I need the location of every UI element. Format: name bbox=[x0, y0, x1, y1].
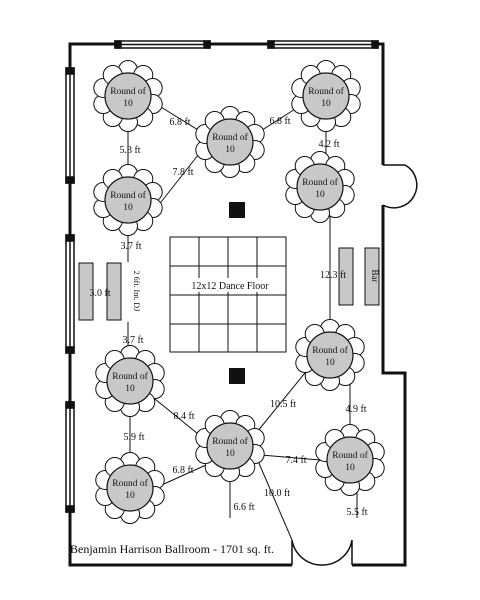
measurement-label: 3.7 ft bbox=[122, 335, 143, 346]
measurement-label: 4.2 ft bbox=[318, 139, 339, 150]
table-capacity: 10 bbox=[321, 99, 331, 109]
measurement-label: 7.4 ft bbox=[285, 455, 306, 466]
table-capacity: 10 bbox=[123, 203, 133, 213]
table-top bbox=[206, 422, 254, 470]
round-table: Round of 10 bbox=[195, 410, 265, 482]
bar-side-table bbox=[338, 247, 354, 306]
measurement-labels: 6.8 ft 6.8 ft 5.3 ft 4.2 ft 7.8 ft 3.7 f… bbox=[89, 116, 367, 518]
table-label: Round of bbox=[308, 86, 344, 97]
dance-floor-label: 12x12 Dance Floor bbox=[191, 281, 269, 292]
measurement-label: 5.9 ft bbox=[123, 432, 144, 443]
measurement-label: 12.3 ft bbox=[320, 270, 346, 281]
measurement-label: 3.0 ft bbox=[89, 288, 110, 299]
table-label: Round of bbox=[110, 190, 146, 201]
table-label: Round of bbox=[110, 86, 146, 97]
pillar-top bbox=[229, 202, 245, 218]
walls bbox=[68, 42, 407, 567]
dimension-lines bbox=[127, 103, 358, 541]
measurement-label: 4.9 ft bbox=[345, 404, 366, 415]
round-table: Round of 10 bbox=[95, 452, 165, 524]
measurement-label: 3.7 ft bbox=[120, 241, 141, 252]
table-capacity: 10 bbox=[125, 384, 135, 394]
side-table-dj bbox=[106, 262, 122, 321]
table-top bbox=[302, 72, 350, 120]
table-label: Round of bbox=[302, 177, 338, 188]
table-top bbox=[306, 331, 354, 379]
table-capacity: 10 bbox=[125, 491, 135, 501]
table-label: Round of bbox=[112, 478, 148, 489]
round-table: Round of 10 bbox=[315, 424, 385, 496]
table-capacity: 10 bbox=[123, 99, 133, 109]
measurement-label: 6.8 ft bbox=[172, 465, 193, 476]
table-top bbox=[104, 72, 152, 120]
table-capacity: 10 bbox=[315, 190, 325, 200]
table-top bbox=[106, 357, 154, 405]
measurement-label: 6.6 ft bbox=[233, 502, 254, 513]
dance-floor bbox=[169, 236, 287, 353]
pillar-bottom bbox=[229, 368, 245, 384]
round-table: Round of 10 bbox=[285, 151, 355, 223]
table-label: Round of bbox=[112, 371, 148, 382]
round-table: Round of 10 bbox=[93, 164, 163, 236]
table-label: Round of bbox=[212, 132, 248, 143]
measurement-label: 7.8 ft bbox=[172, 167, 193, 178]
round-table: Round of 10 bbox=[95, 345, 165, 417]
round-table: Round of 10 bbox=[295, 319, 365, 391]
table-capacity: 10 bbox=[225, 449, 235, 459]
table-capacity: 10 bbox=[345, 463, 355, 473]
measurement-label: 5.3 ft bbox=[119, 145, 140, 156]
table-top bbox=[104, 176, 152, 224]
table-label: Round of bbox=[312, 345, 348, 356]
entrance-doors bbox=[291, 539, 353, 566]
table-label: Round of bbox=[332, 450, 368, 461]
table-top bbox=[106, 464, 154, 512]
measurement-label: 10.5 ft bbox=[270, 399, 296, 410]
round-table: Round of 10 bbox=[93, 60, 163, 132]
side-table-label: 2 6ft. Int. DJ bbox=[132, 271, 141, 312]
table-top bbox=[326, 436, 374, 484]
bar-label: Bar bbox=[370, 270, 380, 283]
windows-left bbox=[65, 67, 75, 513]
table-top bbox=[206, 118, 254, 166]
round-table: Round of 10 bbox=[291, 60, 361, 132]
table-label: Round of bbox=[212, 436, 248, 447]
measurement-label: 6.8 ft bbox=[169, 117, 190, 128]
table-top bbox=[296, 163, 344, 211]
bar-counter bbox=[364, 247, 380, 306]
table-capacity: 10 bbox=[325, 358, 335, 368]
measurement-label: 6.8 ft bbox=[269, 116, 290, 127]
side-table-left bbox=[78, 262, 94, 321]
plan-caption: Benjamin Harrison Ballroom - 1701 sq. ft… bbox=[70, 542, 274, 556]
table-capacity: 10 bbox=[225, 145, 235, 155]
measurement-label: 10.0 ft bbox=[264, 488, 290, 499]
side-door bbox=[382, 164, 418, 209]
measurement-label: 8.4 ft bbox=[173, 411, 194, 422]
round-table: Round of 10 bbox=[195, 106, 265, 178]
measurement-label: 5.5 ft bbox=[346, 507, 367, 518]
windows-top bbox=[114, 40, 379, 49]
